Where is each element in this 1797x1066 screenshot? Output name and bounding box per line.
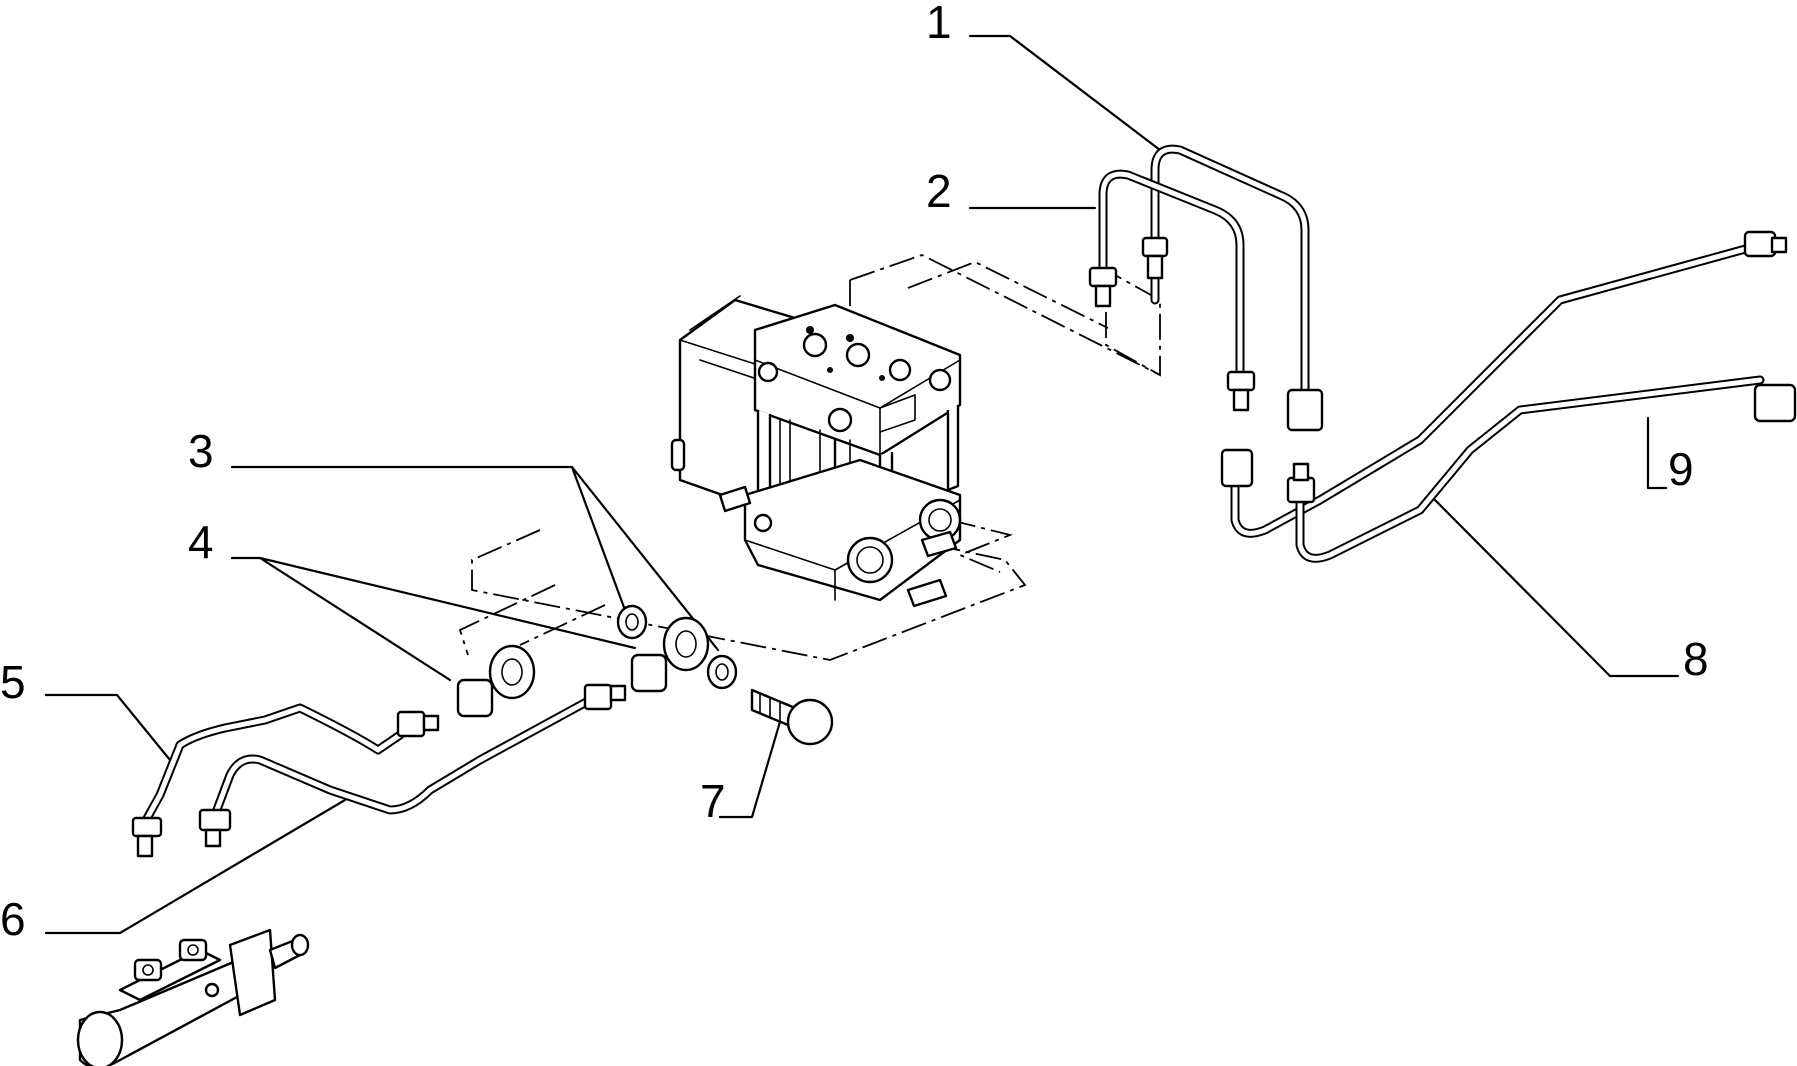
brake-pipe-6 xyxy=(198,683,627,848)
callout-labels: 1 2 3 4 5 6 7 8 9 xyxy=(0,0,1709,945)
callout-label-5: 5 xyxy=(0,656,26,708)
hydraulic-unit xyxy=(670,295,962,608)
master-cylinder xyxy=(76,928,310,1066)
banjo-bolt-7 xyxy=(750,688,834,746)
banjo-union-4b xyxy=(630,616,710,693)
callout-label-9: 9 xyxy=(1668,443,1694,495)
brake-pipe-2 xyxy=(1088,169,1256,412)
leader-line-4b xyxy=(258,556,637,650)
sealing-washer-3a xyxy=(616,604,648,640)
callout-label-7: 7 xyxy=(700,775,726,827)
leader-line-9 xyxy=(1646,416,1668,490)
leader-line-8 xyxy=(1433,498,1680,678)
callout-label-2: 2 xyxy=(926,165,952,217)
leader-line-4a xyxy=(230,556,452,682)
brake-pipe-5 xyxy=(131,703,440,858)
callout-label-4: 4 xyxy=(188,516,214,568)
leader-line-3a xyxy=(230,465,627,612)
brake-pipe-1 xyxy=(1141,144,1324,432)
leader-line-5 xyxy=(44,693,172,762)
brake-pipe-9 xyxy=(1286,375,1797,563)
callout-label-3: 3 xyxy=(188,425,214,477)
leader-lines xyxy=(44,34,1680,935)
leader-line-6 xyxy=(44,798,347,935)
sealing-washer-3b xyxy=(706,654,738,690)
leader-line-1 xyxy=(968,34,1162,152)
leader-line-7 xyxy=(718,713,784,819)
callout-label-1: 1 xyxy=(926,0,952,48)
banjo-union-4a xyxy=(456,644,536,718)
callout-label-8: 8 xyxy=(1683,633,1709,685)
brake-pipe-8 xyxy=(1220,230,1788,538)
callout-label-6: 6 xyxy=(0,893,26,945)
